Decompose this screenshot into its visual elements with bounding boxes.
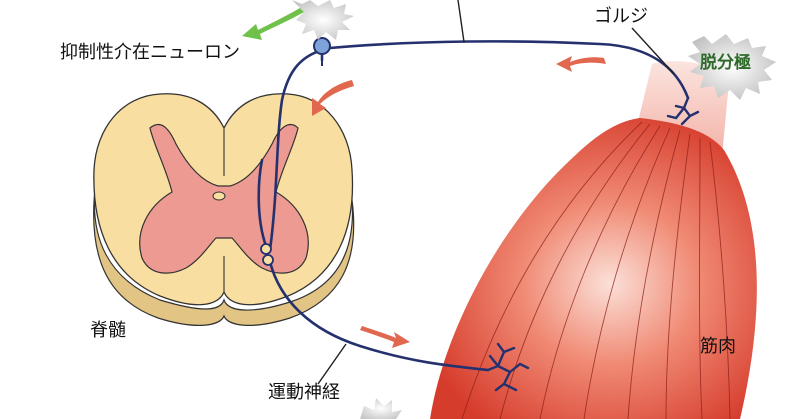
burst-icon: [688, 34, 776, 100]
label-inhibitory-interneuron: 抑制性介在ニューロン: [60, 42, 240, 63]
label-muscle: 筋肉: [700, 336, 736, 357]
signal-arrow-icon: [312, 80, 354, 116]
muscle-fibers: [461, 121, 731, 419]
label-depolarization: 脱分極: [700, 52, 751, 73]
green-arrow-icon: [242, 8, 304, 40]
motor-nerve-pointer: [317, 343, 347, 385]
sensory-nerve-fiber: [268, 40, 690, 252]
burst-icon: [292, 0, 354, 40]
central-canal: [212, 191, 226, 201]
golgi-receptor-icon: [666, 96, 700, 126]
burst-icon: [360, 398, 402, 419]
nerve-pathway: [257, 0, 690, 372]
motor-endplate-icon: [486, 342, 530, 392]
muscle: [430, 61, 757, 419]
signal-arrows: [312, 56, 606, 348]
top-fiber: [457, 0, 465, 43]
soma-ball-icon: [313, 37, 331, 66]
spinal-neuron-bodies: [260, 243, 274, 266]
label-motor-nerve: 運動神経: [268, 382, 340, 403]
golgi-pointer: [631, 27, 675, 75]
label-golgi: ゴルジ: [594, 6, 648, 27]
signal-arrow-icon: [360, 326, 410, 348]
signal-arrow-icon: [556, 56, 606, 72]
label-spinal-cord: 脊髄: [90, 320, 126, 341]
motor-neuron-fiber: [257, 158, 490, 372]
muscle-belly: [430, 118, 757, 419]
spinal-cord: [93, 93, 355, 326]
